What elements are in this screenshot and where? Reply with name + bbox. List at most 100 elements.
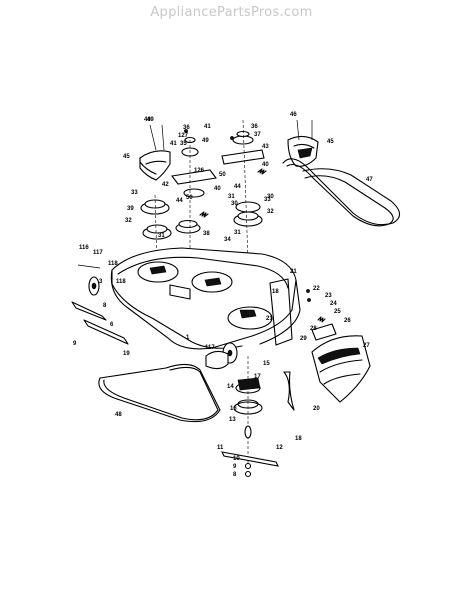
washer-9[interactable] bbox=[244, 462, 252, 470]
callout-11: 11 bbox=[217, 445, 224, 451]
callout-3: 3 bbox=[99, 279, 103, 285]
pulley-stack-center[interactable] bbox=[171, 136, 217, 251]
site-watermark: AppliancePartsPros.com bbox=[150, 5, 313, 20]
callout-12: 12 bbox=[276, 445, 283, 451]
callout-18: 18 bbox=[295, 436, 302, 442]
callout-21: 21 bbox=[266, 316, 273, 322]
callout-labels: 4936127354149363743454546464140471264250… bbox=[73, 112, 373, 478]
callout-40: 40 bbox=[214, 186, 221, 192]
callout-49: 49 bbox=[147, 117, 154, 123]
callout-46: 46 bbox=[144, 117, 151, 123]
callout-29: 29 bbox=[300, 336, 307, 342]
callout-23: 23 bbox=[325, 293, 332, 299]
callout-127: 127 bbox=[178, 133, 189, 139]
callout-33: 33 bbox=[264, 197, 271, 203]
lower-belt[interactable] bbox=[98, 363, 221, 423]
baffle[interactable] bbox=[283, 371, 295, 411]
callout-6: 6 bbox=[110, 322, 114, 328]
callout-126: 126 bbox=[194, 168, 205, 174]
callout-30: 30 bbox=[267, 194, 274, 200]
spring-right[interactable] bbox=[257, 168, 267, 175]
callout-9: 9 bbox=[73, 341, 77, 347]
callout-39: 39 bbox=[127, 206, 134, 212]
mower-deck[interactable] bbox=[110, 247, 301, 350]
callout-44: 44 bbox=[234, 184, 241, 190]
nut-49[interactable] bbox=[230, 136, 234, 140]
callout-9: 9 bbox=[233, 464, 237, 470]
callout-33: 33 bbox=[131, 190, 138, 196]
callout-27: 27 bbox=[363, 343, 370, 349]
spindle-assembly[interactable] bbox=[205, 350, 263, 470]
callout-118: 118 bbox=[108, 261, 118, 267]
nut-36[interactable] bbox=[184, 129, 188, 133]
spring-left[interactable] bbox=[199, 211, 209, 218]
callout-45: 45 bbox=[123, 154, 130, 160]
callout-50: 50 bbox=[219, 172, 226, 178]
callout-36: 36 bbox=[183, 125, 190, 131]
callout-45: 45 bbox=[327, 139, 334, 145]
callout-21: 21 bbox=[290, 269, 297, 275]
callout-28: 28 bbox=[310, 326, 317, 332]
callout-1: 1 bbox=[186, 335, 190, 341]
callout-48: 48 bbox=[115, 412, 122, 418]
gauge-wheel-left[interactable] bbox=[88, 276, 100, 296]
cover-bolt-leaders-left bbox=[149, 124, 165, 151]
mower-blade[interactable] bbox=[221, 451, 279, 467]
bolt-22[interactable] bbox=[306, 289, 310, 293]
front-link[interactable] bbox=[83, 319, 129, 345]
callout-42: 42 bbox=[162, 182, 169, 188]
callout-14: 14 bbox=[227, 384, 234, 390]
callout-31: 31 bbox=[234, 230, 241, 236]
bolt-23[interactable] bbox=[307, 298, 311, 302]
callout-117: 117 bbox=[93, 250, 103, 256]
callout-32: 32 bbox=[267, 209, 274, 215]
callout-31: 31 bbox=[158, 233, 165, 239]
callout-36: 36 bbox=[251, 124, 258, 130]
callout-118: 118 bbox=[116, 279, 126, 285]
spring-deck[interactable] bbox=[317, 316, 326, 323]
callout-8: 8 bbox=[233, 472, 237, 478]
callout-49: 49 bbox=[202, 138, 209, 144]
callout-41: 41 bbox=[170, 141, 177, 147]
callout-15: 15 bbox=[263, 361, 270, 367]
callout-47: 47 bbox=[366, 177, 373, 183]
upper-belt[interactable] bbox=[282, 158, 401, 226]
discharge-chute[interactable] bbox=[311, 335, 371, 403]
pulley-cover-right[interactable] bbox=[287, 135, 319, 167]
callout-37: 37 bbox=[254, 132, 261, 138]
callout-26: 26 bbox=[344, 318, 351, 324]
callout-20: 20 bbox=[313, 406, 320, 412]
callout-8: 8 bbox=[103, 303, 107, 309]
callout-19: 19 bbox=[123, 351, 130, 357]
callout-18: 18 bbox=[272, 289, 279, 295]
pulley-left[interactable] bbox=[140, 194, 172, 266]
callout-24: 24 bbox=[330, 301, 337, 307]
callout-50: 50 bbox=[186, 195, 193, 201]
nut-8[interactable] bbox=[244, 470, 252, 478]
callout-46: 46 bbox=[290, 112, 297, 118]
bolt-116[interactable] bbox=[77, 264, 101, 269]
callout-22: 22 bbox=[313, 286, 320, 292]
callout-32: 32 bbox=[125, 218, 132, 224]
blade-adapter[interactable] bbox=[244, 425, 252, 439]
callout-38: 38 bbox=[203, 231, 210, 237]
callout-43: 43 bbox=[262, 144, 269, 150]
callout-10: 10 bbox=[233, 456, 240, 462]
callout-117: 117 bbox=[205, 345, 215, 351]
callout-41: 41 bbox=[204, 124, 211, 130]
cover-bolt-leaders-right bbox=[296, 119, 313, 141]
callout-13: 13 bbox=[229, 417, 236, 423]
chute-bracket[interactable] bbox=[311, 323, 337, 341]
callout-16: 16 bbox=[230, 406, 237, 412]
pulley-cover-left[interactable] bbox=[139, 150, 171, 181]
callout-31: 31 bbox=[228, 194, 235, 200]
deck-side-bracket[interactable] bbox=[269, 278, 293, 346]
callout-44: 44 bbox=[176, 198, 183, 204]
callout-116: 116 bbox=[79, 245, 89, 251]
front-hanger-bracket[interactable] bbox=[71, 301, 107, 321]
callout-34: 34 bbox=[224, 237, 231, 243]
callout-40: 40 bbox=[262, 162, 269, 168]
pulley-stack-right[interactable] bbox=[221, 119, 265, 261]
callout-17: 17 bbox=[254, 374, 261, 380]
